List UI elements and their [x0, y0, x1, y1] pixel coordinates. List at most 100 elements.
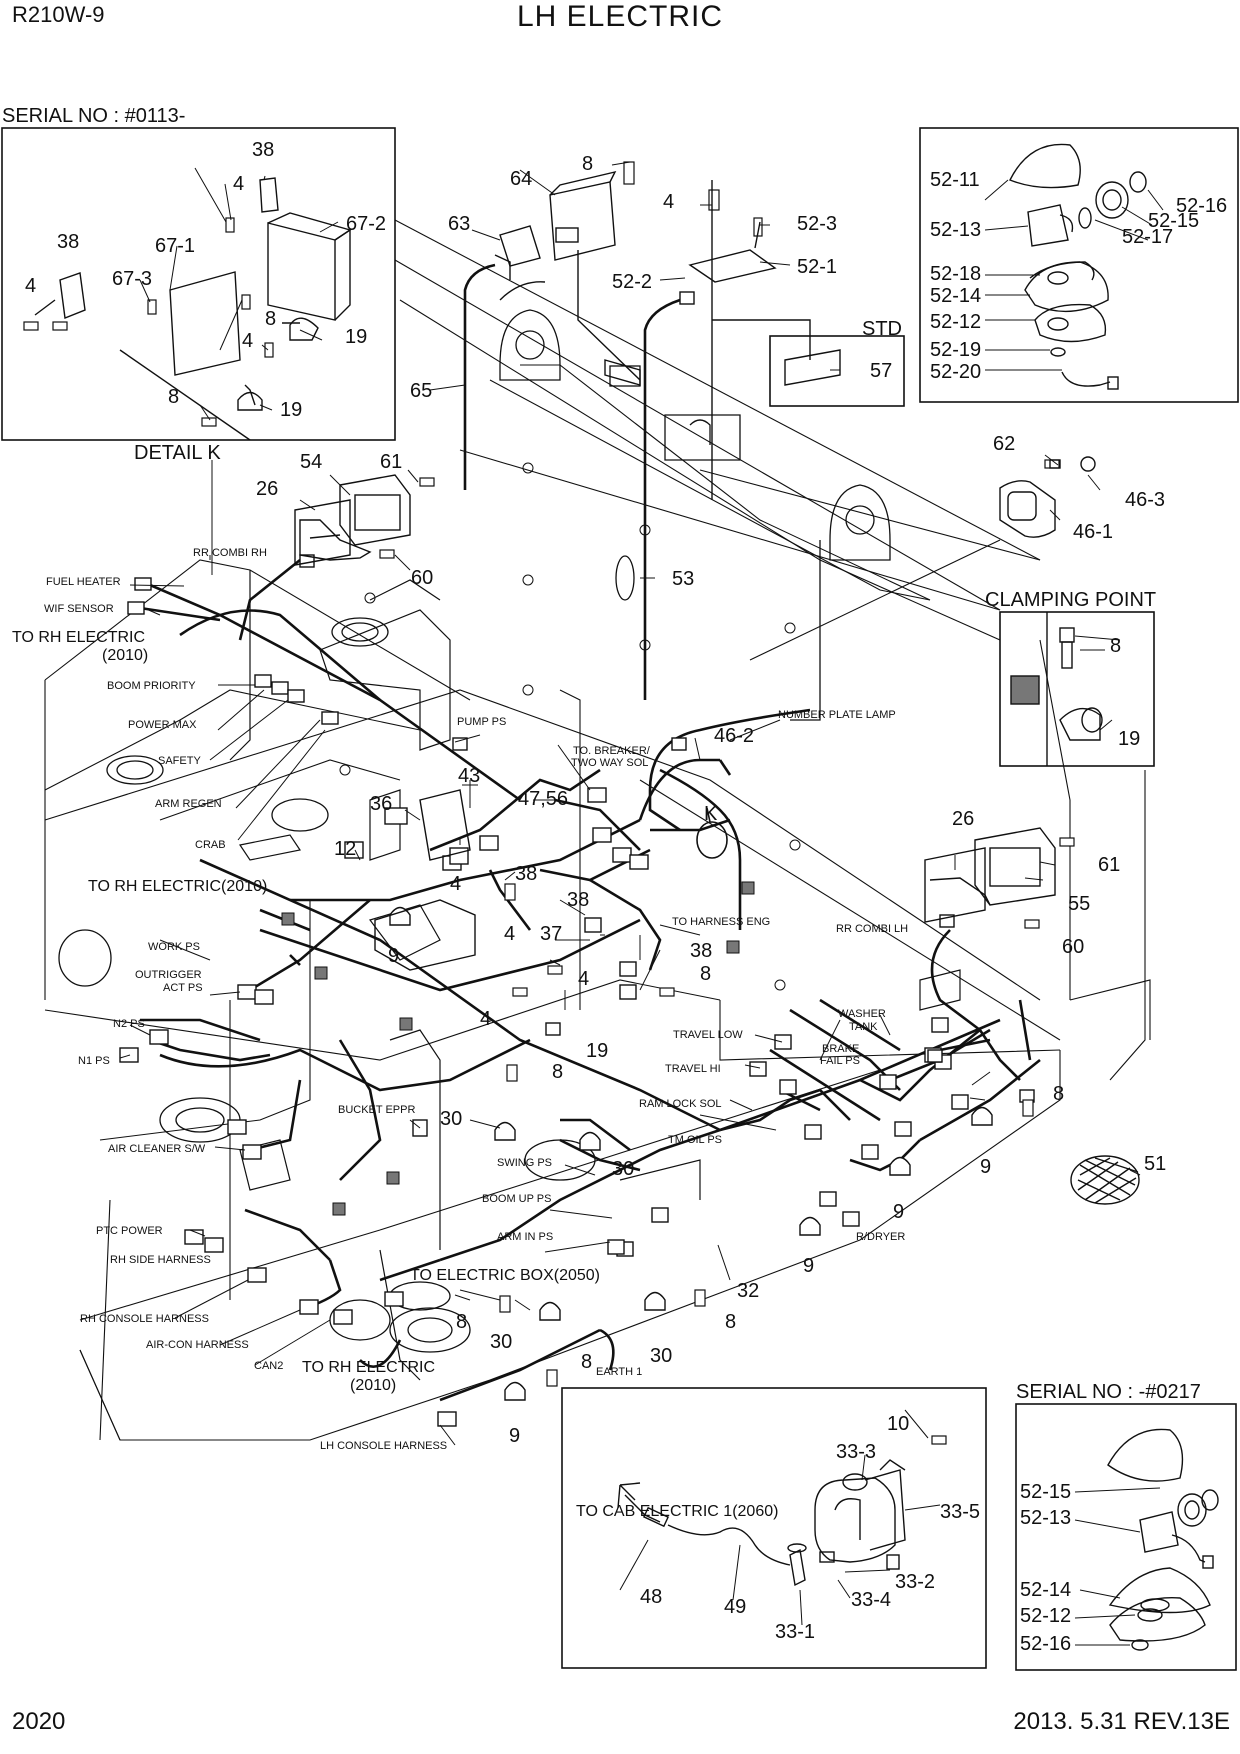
relay-box-36 — [374, 789, 476, 971]
callout-to-harness-eng: TO HARNESS ENG — [672, 916, 770, 928]
part-label-4: 4 — [242, 330, 253, 352]
callout-act-ps: ACT PS — [163, 982, 203, 994]
part-label-38: 38 — [567, 889, 589, 911]
part-label-55: 55 — [1068, 893, 1090, 915]
part-label-8: 8 — [552, 1061, 563, 1083]
part-label-47-56: 47,56 — [518, 788, 568, 810]
part-label-36: 36 — [370, 793, 392, 815]
std-label: STD — [862, 318, 902, 340]
part-label-52-16: 52-16 — [1176, 195, 1227, 217]
callout-travel-hi: TRAVEL HI — [665, 1063, 721, 1075]
callout-labels: DETAIL K RR COMBI RH FUEL HEATER WIF SEN… — [12, 442, 908, 1520]
clip-30 — [494, 1121, 516, 1141]
part-label-4: 4 — [578, 968, 589, 990]
callout-to-breaker: TO. BREAKER/ — [573, 745, 651, 757]
clamp-marker — [281, 912, 295, 926]
harness-routes — [139, 558, 1041, 1402]
part-57 — [784, 349, 841, 386]
callout-n2-ps: N2 PS — [113, 1018, 145, 1030]
part-label-60: 60 — [411, 567, 433, 589]
clamp-marker — [726, 940, 740, 954]
callout-to-rh-electric-3: TO RH ELECTRIC — [302, 1359, 435, 1376]
callout-two-way-sol: TWO WAY SOL — [571, 757, 648, 769]
clip-9 — [889, 1156, 911, 1176]
callout-earth1: EARTH 1 — [596, 1366, 642, 1378]
callout-work-ps: WORK PS — [148, 941, 200, 953]
callout-swing-ps: SWING PS — [497, 1157, 552, 1169]
panel-serial-top: SERIAL NO : #0113- — [1, 105, 396, 441]
clamping-detail — [1059, 627, 1103, 741]
part-label-67-3: 67-3 — [112, 268, 152, 290]
part-label-30: 30 — [490, 1331, 512, 1353]
callout-rh-side-harness: RH SIDE HARNESS — [110, 1254, 211, 1266]
callout-arm-regen: ARM REGEN — [155, 798, 222, 810]
harness-65 — [463, 263, 811, 832]
part-label-52-15: 52-15 — [1020, 1481, 1071, 1503]
model-code: R210W-9 — [12, 2, 105, 27]
part-label-52-3: 52-3 — [797, 213, 837, 235]
callout-can2: CAN2 — [254, 1360, 283, 1372]
part-label-33-2: 33-2 — [895, 1571, 935, 1593]
part-label-52-18: 52-18 — [930, 263, 981, 285]
callout-ref-2010-3: (2010) — [350, 1377, 396, 1394]
part-label-52-13: 52-13 — [930, 219, 981, 241]
part-label-8: 8 — [265, 308, 276, 330]
part-label-8: 8 — [581, 1351, 592, 1373]
callout-to-cab-electric: TO CAB ELECTRIC 1(2060) — [576, 1503, 778, 1520]
part-label-9: 9 — [893, 1201, 904, 1223]
clamp-marker — [386, 1171, 400, 1185]
part-label-48: 48 — [640, 1586, 662, 1608]
part-label-19: 19 — [586, 1040, 608, 1062]
part-label-8: 8 — [1110, 635, 1121, 657]
part-label-9: 9 — [509, 1425, 520, 1447]
detail-k-ring — [696, 807, 728, 859]
part-label-52-14: 52-14 — [930, 285, 981, 307]
part-label-65: 65 — [410, 380, 432, 402]
panel-serial-bottom: SERIAL NO : -#0217 — [1015, 1381, 1237, 1671]
lamp-46-components — [999, 456, 1096, 538]
grille-51 — [1070, 1155, 1140, 1205]
part-label-4: 4 — [504, 923, 515, 945]
part-label-8: 8 — [168, 386, 179, 408]
callout-tank: TANK — [849, 1021, 878, 1033]
callout-air-cleaner-sw: AIR CLEANER S/W — [108, 1143, 206, 1155]
callout-lh-console-harness: LH CONSOLE HARNESS — [320, 1440, 447, 1452]
clip-30 — [579, 1131, 601, 1151]
part-label-46-2: 46-2 — [714, 725, 754, 747]
part-label-26: 26 — [256, 478, 278, 500]
callout-rh-console-harness: RH CONSOLE HARNESS — [80, 1313, 209, 1325]
rear-combi-lh — [924, 827, 1056, 923]
callout-to-rh-electric: TO RH ELECTRIC — [12, 629, 145, 646]
part-label-61: 61 — [380, 451, 402, 473]
part-label-19: 19 — [280, 399, 302, 421]
part-label-52-12: 52-12 — [1020, 1605, 1071, 1627]
part-label-57: 57 — [870, 360, 892, 382]
clamp-marker — [332, 1202, 346, 1216]
callout-brake: BRAKE — [822, 1043, 859, 1055]
part-label-30: 30 — [650, 1345, 672, 1367]
part-label-33-4: 33-4 — [851, 1589, 891, 1611]
part-label-8: 8 — [456, 1311, 467, 1333]
connector-wif-sensor — [127, 601, 145, 615]
part-label-4: 4 — [480, 1008, 491, 1030]
part-label-4: 4 — [233, 173, 244, 195]
callout-washer: WASHER — [838, 1008, 886, 1020]
part-label-10: 10 — [887, 1413, 909, 1435]
chassis-brackets — [229, 570, 961, 1381]
clip-30 — [539, 1301, 561, 1321]
part-label-37: 37 — [540, 923, 562, 945]
part-label-9: 9 — [803, 1255, 814, 1277]
callout-pump-ps: PUMP PS — [457, 716, 506, 728]
rear-combi-rh — [294, 474, 411, 566]
callout-arm-in-ps: ARM IN PS — [497, 1231, 553, 1243]
swing-bearing-pads — [58, 617, 596, 1353]
part-label-52-12: 52-12 — [930, 311, 981, 333]
harness-clips — [389, 906, 993, 1401]
callout-to-electric-box: TO ELECTRIC BOX(2050) — [410, 1267, 600, 1284]
leader-lines — [119, 161, 1164, 1646]
part-label-4: 4 — [25, 275, 36, 297]
page-title: LH ELECTRIC — [516, 0, 724, 33]
part-label-8: 8 — [1053, 1083, 1064, 1105]
callout-rr-combi-lh: RR COMBI LH — [836, 923, 908, 935]
part-number-labels: 38 38 4 4 4 67-2 67-1 67-3 8 8 19 19 64 … — [25, 139, 1227, 1655]
